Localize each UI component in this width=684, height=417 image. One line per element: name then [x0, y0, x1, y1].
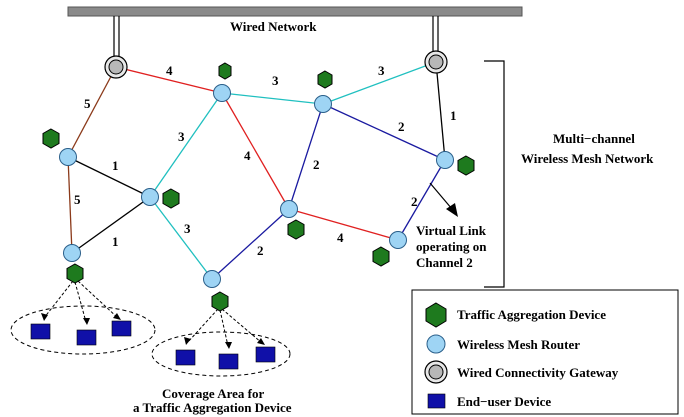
traffic-aggregation-device-icon: [211, 291, 229, 312]
link-label: 4: [337, 230, 344, 245]
end-user-device-icon: [427, 393, 446, 409]
link-label: 5: [84, 96, 91, 111]
legend-label: Traffic Aggregation Device: [457, 307, 606, 322]
virtual-link-label-line3: Channel 2: [416, 255, 473, 270]
virtual-link-arrow: [429, 182, 458, 217]
wireless-mesh-router-icon: [63, 244, 81, 262]
link-label: 3: [272, 73, 279, 88]
traffic-aggregation-device-icon: [218, 62, 232, 80]
wired-connectivity-gateway-icon: [424, 50, 448, 74]
traffic-aggregation-device-icon: [372, 246, 390, 267]
link-r5-r6: [288, 103, 324, 210]
link-label: 2: [411, 194, 418, 209]
wired-connectivity-gateway-icon: [104, 55, 128, 79]
link-r2-r6: [221, 92, 290, 210]
mesh-routers: [59, 84, 454, 288]
end-user-device-icon: [218, 353, 239, 370]
traffic-aggregation-device-icon: [66, 263, 84, 284]
wired-connectivity-gateway-icon: [424, 360, 448, 384]
end-user-device-icon: [111, 320, 132, 337]
traffic-aggregation-device-icon: [457, 155, 475, 176]
link-label: 2: [313, 157, 320, 172]
link-labels: 4 5 5 1 1 3 3 3 3 4 2 2 2 4 2 1: [74, 63, 457, 258]
gateway-wires: [113, 16, 439, 58]
link-r5-r9: [322, 103, 446, 161]
wired-network-label: Wired Network: [230, 19, 317, 34]
link-label: 3: [178, 129, 185, 144]
virtual-link-label-line2: operating on: [416, 239, 487, 254]
wireless-mesh-router-icon: [141, 188, 159, 206]
traffic-aggregation-device-icon: [42, 128, 60, 149]
link-r6-r8: [288, 208, 399, 241]
legend-label: Wired Connectivity Gateway: [457, 365, 619, 380]
wireless-mesh-router-icon: [426, 334, 446, 354]
link-r1-r3: [67, 156, 151, 198]
link-r2-r3: [149, 92, 223, 198]
link-r4-r3: [71, 196, 151, 254]
link-gw1-r2: [115, 66, 223, 94]
end-user-device-icon: [255, 346, 276, 363]
link-label: 5: [74, 192, 81, 207]
links: [67, 61, 446, 280]
link-label: 4: [244, 148, 251, 163]
legend-label: End−user Device: [457, 394, 551, 409]
end-user-device-icon: [175, 349, 196, 366]
traffic-aggregation-device-icon: [162, 188, 180, 209]
link-r9-r8: [397, 159, 446, 241]
mesh-network-label-line2: Wireless Mesh Network: [521, 151, 654, 166]
mesh-network-bracket: [484, 60, 505, 288]
end-user-arrowheads: [41, 313, 265, 349]
end-user-links: [43, 280, 263, 347]
link-gw2-r9: [435, 61, 446, 161]
link-r5-gw2: [322, 61, 437, 105]
wireless-mesh-router-icon: [213, 84, 231, 102]
coverage-areas: [10, 305, 291, 377]
link-label: 2: [257, 243, 264, 258]
link-gw1-r1: [67, 66, 117, 158]
link-label: 1: [450, 108, 457, 123]
wireless-mesh-router-icon: [389, 231, 407, 249]
end-user-device-icon: [30, 323, 51, 340]
legend: Traffic Aggregation Device Wireless Mesh…: [411, 289, 679, 415]
link-label: 4: [166, 63, 173, 78]
wireless-mesh-router-icon: [59, 148, 77, 166]
link-label: 2: [398, 119, 405, 134]
wireless-mesh-router-icon: [314, 95, 332, 113]
end-user-devices: [30, 320, 276, 370]
legend-box: [411, 289, 679, 415]
coverage-label-line1: Coverage Area for: [162, 386, 265, 401]
link-r1-r4: [67, 156, 73, 254]
link-r6-r7: [211, 208, 290, 280]
legend-label: Wireless Mesh Router: [457, 337, 580, 352]
wireless-mesh-router-icon: [203, 270, 221, 288]
link-r3-r7: [149, 196, 213, 280]
traffic-aggregation-device-icon: [317, 70, 333, 89]
end-user-device-icon: [76, 329, 97, 346]
traffic-aggregation-device-icon: [287, 219, 305, 240]
link-label: 3: [184, 221, 191, 236]
coverage-label-line2: a Traffic Aggregation Device: [133, 400, 292, 415]
traffic-aggregation-devices: [42, 62, 475, 312]
coverage-area-ellipse: [151, 331, 291, 377]
gateways: [104, 50, 448, 79]
wired-network-bar: [67, 6, 523, 17]
virtual-link-label-line1: Virtual Link: [416, 223, 487, 238]
link-r2-r5: [221, 92, 324, 105]
wireless-mesh-router-icon: [280, 200, 298, 218]
link-label: 3: [378, 63, 385, 78]
mesh-network-label-line1: Multi−channel: [553, 131, 635, 146]
link-label: 1: [112, 158, 119, 173]
coverage-area-ellipse: [10, 305, 156, 355]
traffic-aggregation-device-icon: [425, 302, 447, 328]
wireless-mesh-router-icon: [436, 151, 454, 169]
link-label: 1: [112, 234, 119, 249]
